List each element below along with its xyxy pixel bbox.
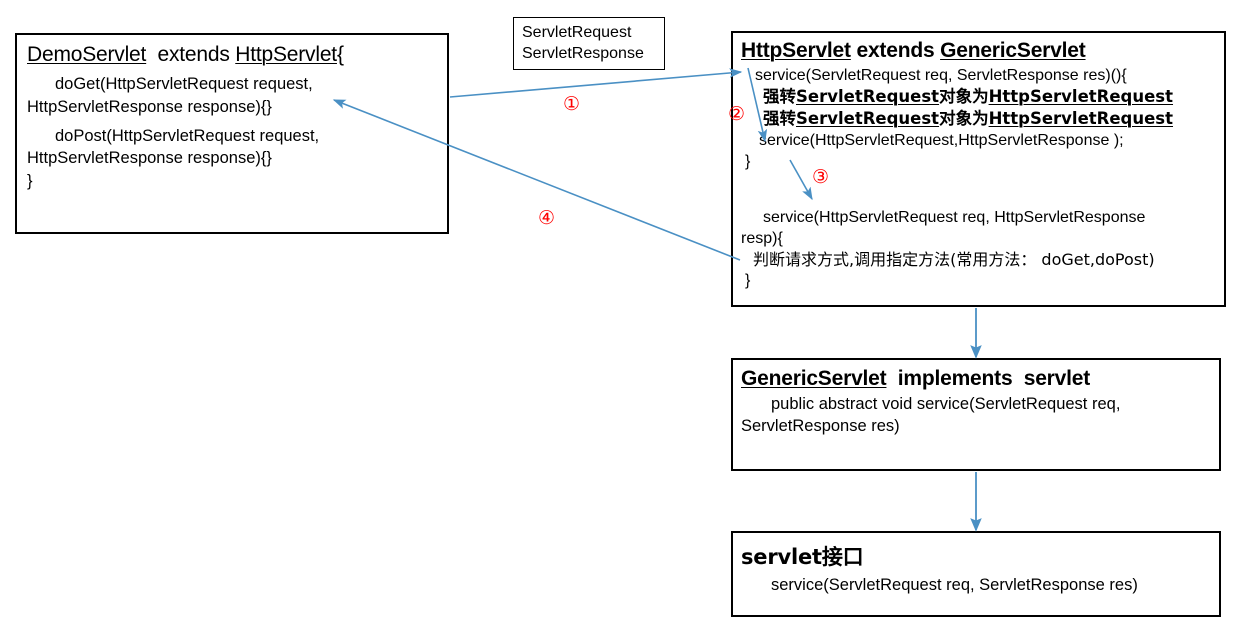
box-httpservlet[interactable]: HttpServlet extends GenericServlet servi… — [731, 31, 1226, 307]
demoservlet-class-name: DemoServlet — [27, 43, 147, 66]
box-servlet-request-response-content: ServletRequest ServletResponse — [514, 18, 664, 65]
demoservlet-line-close-brace: } — [27, 172, 33, 191]
genericservlet-line-service-2: ServletResponse res) — [741, 417, 900, 436]
box-demoservlet-content: DemoServlet extends HttpServlet{ doGet(H… — [17, 35, 447, 193]
servletinterface-suffix: 接口 — [821, 545, 864, 569]
httpservlet-line-service-call: service(HttpServletRequest,HttpServletRe… — [759, 132, 1124, 150]
marker-1: ① — [563, 93, 581, 115]
servletrequest-label: ServletRequest — [522, 24, 632, 41]
box-genericservlet-content: GenericServlet implements servlet public… — [733, 360, 1219, 438]
demoservlet-header-space — [146, 43, 157, 66]
httpservlet-line-protected-service-1: service(HttpServletRequest req, HttpServ… — [763, 208, 1146, 226]
httpservlet-cast-1-prefix: 强转 — [763, 87, 796, 107]
httpservlet-cast-2-type-b: HttpServletRequest — [988, 109, 1174, 129]
httpservlet-extends-keyword: extends — [856, 39, 935, 62]
httpservlet-cast-2-middle: 对象为 — [939, 109, 989, 129]
httpservlet-cast-line-2: 强转ServletRequest对象为HttpServletRequest — [741, 108, 1218, 130]
connector-demoservlet-to-httpservlet — [449, 68, 743, 98]
box-httpservlet-content: HttpServlet extends GenericServlet servi… — [733, 33, 1224, 292]
httpservlet-class-name: HttpServlet — [741, 39, 851, 62]
genericservlet-interface-name: servlet — [1023, 367, 1091, 390]
genericservlet-class-name: GenericServlet — [741, 367, 887, 390]
httpservlet-dispatch-comment: 判断请求方式,调用指定方法(常用方法： doGet,doPost) — [753, 250, 1155, 270]
genericservlet-implements-keyword: implements — [897, 367, 1013, 390]
httpservlet-line-protected-service-2: resp){ — [741, 229, 783, 247]
httpservlet-header: HttpServlet extends GenericServlet — [741, 39, 1218, 63]
demoservlet-line-doget-2: HttpServletResponse response){} — [27, 97, 272, 116]
marker-2: ② — [728, 103, 746, 125]
box-genericservlet[interactable]: GenericServlet implements servlet public… — [731, 358, 1221, 471]
httpservlet-cast-line-1: 强转ServletRequest对象为HttpServletRequest — [741, 86, 1218, 108]
httpservlet-line-service-signature: service(ServletRequest req, ServletRespo… — [755, 67, 1127, 84]
genericservlet-header: GenericServlet implements servlet — [741, 367, 1213, 391]
servletinterface-header: servlet接口 — [741, 541, 1213, 571]
genericservlet-line-service-1: public abstract void service(ServletRequ… — [771, 395, 1121, 413]
box-servlet-request-response[interactable]: ServletRequest ServletResponse — [513, 17, 665, 70]
box-demoservlet[interactable]: DemoServlet extends HttpServlet{ doGet(H… — [15, 33, 449, 234]
demoservlet-line-dopost-2: HttpServletResponse response){} — [27, 149, 272, 168]
demoservlet-header-brace: { — [336, 43, 344, 66]
httpservlet-line-close-brace-1: } — [745, 153, 751, 171]
demoservlet-line-dopost-1: doPost(HttpServletRequest request, — [55, 126, 320, 145]
box-servlet-interface-content: servlet接口 service(ServletRequest req, Se… — [733, 533, 1219, 596]
httpservlet-cast-1-type-b: HttpServletRequest — [988, 87, 1174, 107]
servletinterface-name: servlet — [741, 545, 822, 569]
demoservlet-header: DemoServlet extends HttpServlet{ — [27, 43, 437, 67]
demoservlet-line-doget-1: doGet(HttpServletRequest request, — [55, 75, 313, 93]
httpservlet-super-name: GenericServlet — [940, 39, 1086, 62]
box-servlet-interface[interactable]: servlet接口 service(ServletRequest req, Se… — [731, 531, 1221, 617]
httpservlet-cast-1-type-a: ServletRequest — [796, 87, 940, 107]
genericservlet-header-space2 — [1012, 367, 1023, 390]
servletresponse-label: ServletResponse — [522, 45, 644, 63]
servletinterface-line-service: service(ServletRequest req, ServletRespo… — [771, 576, 1138, 594]
httpservlet-cast-1-middle: 对象为 — [939, 87, 989, 107]
marker-4: ④ — [538, 207, 556, 229]
marker-3: ③ — [812, 166, 830, 188]
genericservlet-header-space — [886, 367, 897, 390]
httpservlet-cast-2-type-a: ServletRequest — [796, 109, 940, 129]
httpservlet-line-close-brace-2: } — [745, 272, 751, 290]
demoservlet-super-name: HttpServlet — [235, 43, 337, 66]
httpservlet-cast-2-prefix: 强转 — [763, 109, 796, 129]
demoservlet-extends-keyword: extends — [157, 43, 230, 66]
